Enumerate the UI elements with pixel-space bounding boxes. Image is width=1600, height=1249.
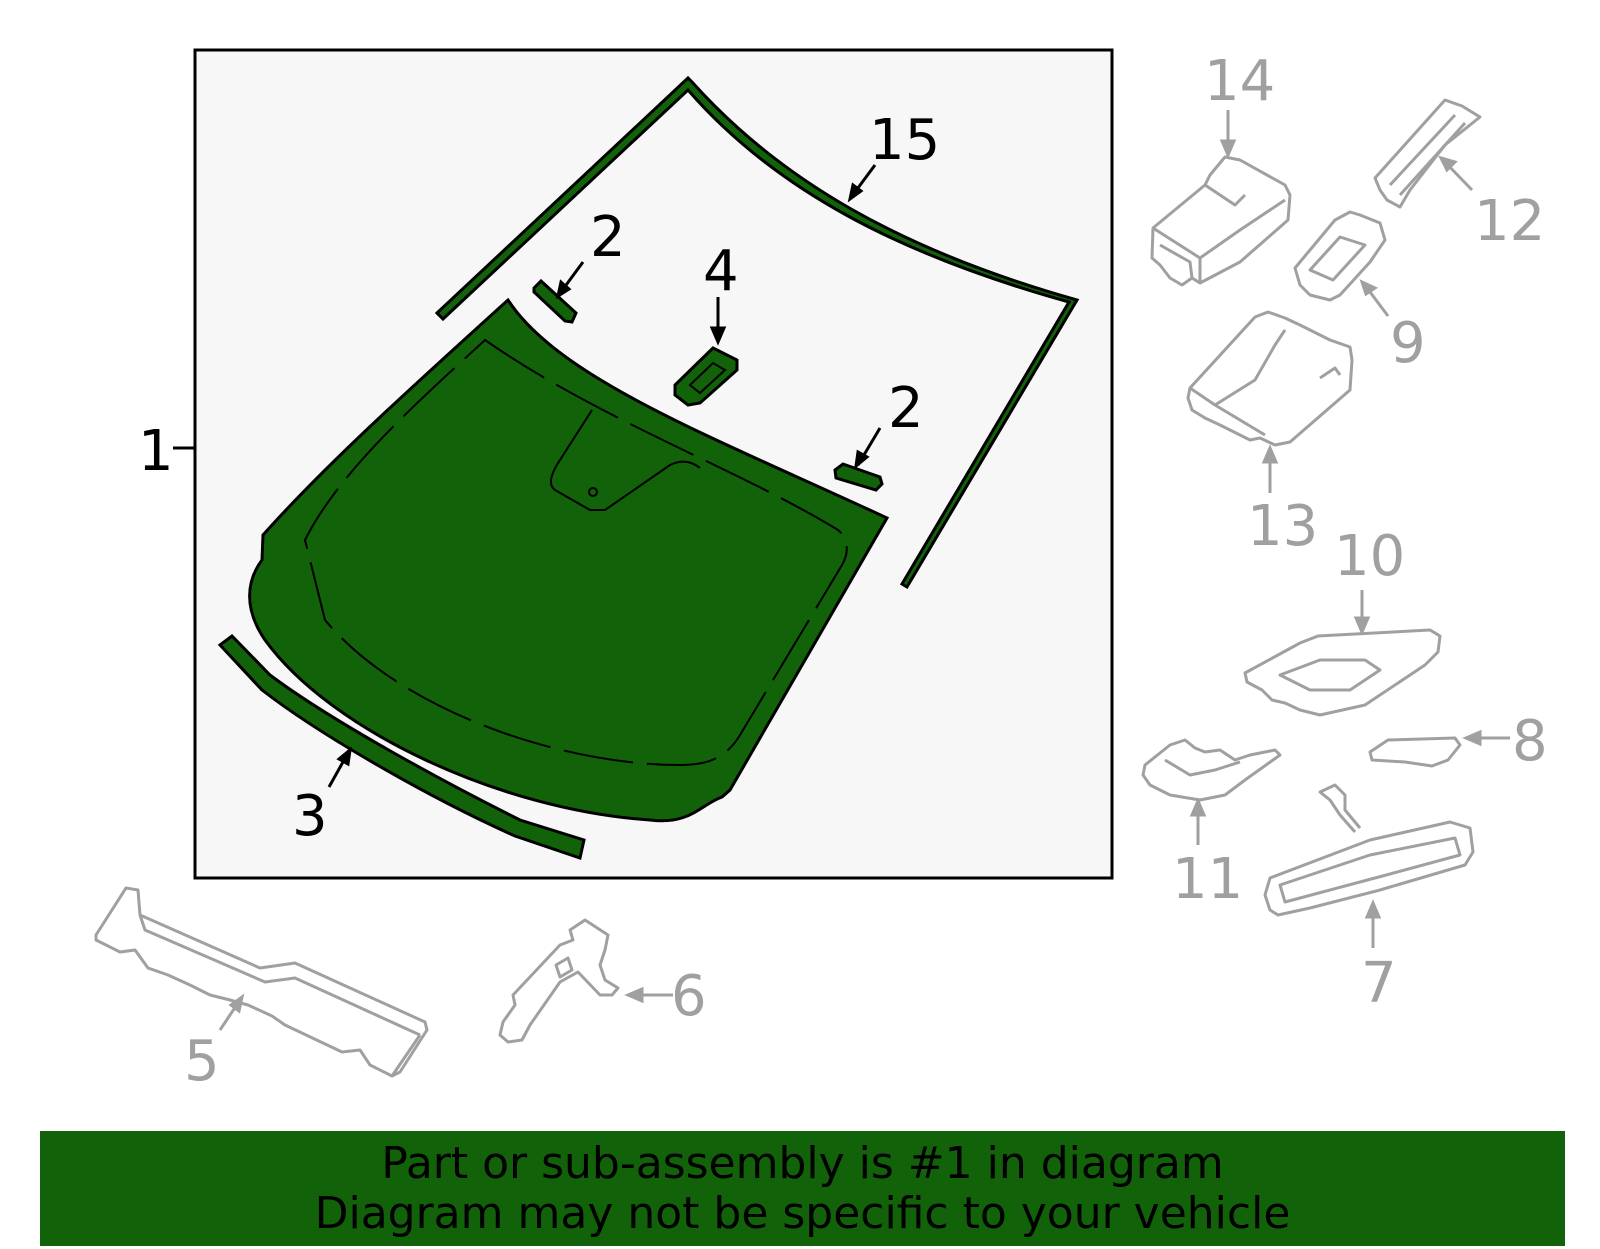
gray-leaders [218, 110, 1510, 1031]
part-14-housing[interactable] [1150, 155, 1292, 287]
callout-13: 13 [1247, 494, 1318, 559]
part-3-molding[interactable] [217, 634, 586, 860]
callout-14: 14 [1204, 49, 1275, 114]
callout-2-right: 2 [888, 376, 924, 441]
callout-9: 9 [1390, 311, 1426, 376]
part-2-pad-left[interactable] [532, 278, 578, 324]
callout-4: 4 [703, 239, 739, 304]
callout-3: 3 [292, 784, 328, 849]
part-11-cover[interactable] [1141, 738, 1282, 802]
gray-parts [94, 98, 1482, 1078]
info-banner: Part or sub-assembly is #1 in diagram Di… [40, 1131, 1565, 1246]
part-13-mount[interactable] [1186, 310, 1354, 447]
callout-8: 8 [1512, 709, 1548, 774]
part-4-bracket-inner [688, 361, 727, 395]
part-2-pad-right[interactable] [833, 462, 884, 492]
part-1-windshield[interactable] [248, 297, 890, 823]
part-10-housing[interactable] [1243, 628, 1442, 717]
callout-11: 11 [1172, 847, 1243, 912]
banner-line-1: Part or sub-assembly is #1 in diagram [381, 1137, 1224, 1189]
windshield-sensor-area [549, 409, 701, 511]
callout-15: 15 [869, 108, 940, 173]
callout-2-left: 2 [590, 205, 626, 270]
dark-leaders [173, 164, 882, 788]
callout-7: 7 [1361, 951, 1397, 1016]
callout-1: 1 [138, 419, 174, 484]
part-6-bracket[interactable] [498, 918, 620, 1044]
part-5-bracket[interactable] [94, 886, 429, 1078]
windshield-inner-line [303, 338, 848, 767]
callout-5: 5 [184, 1029, 220, 1094]
part-9-cover[interactable] [1293, 210, 1387, 302]
part-8-bracket[interactable] [1368, 736, 1462, 768]
part-12-clip[interactable] [1373, 98, 1482, 209]
windshield-sensor-dot [588, 487, 598, 497]
callout-6: 6 [671, 964, 707, 1029]
banner-line-2: Diagram may not be specific to your vehi… [314, 1187, 1291, 1239]
part-7-mirror[interactable] [1263, 820, 1475, 917]
part-15-molding[interactable] [434, 75, 1080, 590]
callout-12: 12 [1474, 189, 1545, 254]
part-4-bracket[interactable] [673, 346, 739, 407]
callout-10: 10 [1334, 524, 1405, 589]
